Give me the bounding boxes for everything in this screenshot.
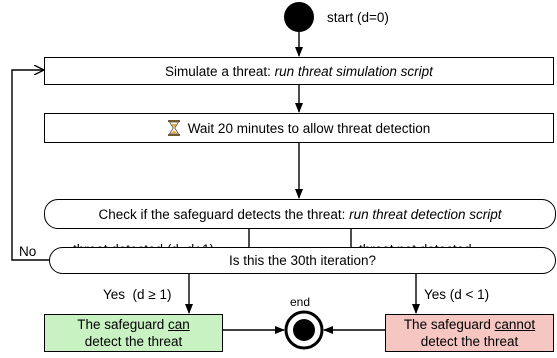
wait-text: Wait 20 minutes to allow threat detectio… xyxy=(187,120,431,136)
yes-left-label: Yes (d ≥ 1) xyxy=(103,287,172,302)
simulate-script: run threat simulation script xyxy=(274,63,433,79)
wait-box: Wait 20 minutes to allow threat detectio… xyxy=(44,113,554,143)
decision-text: Is this the 30th iteration? xyxy=(228,253,377,268)
hourglass-icon xyxy=(167,120,180,136)
decision-box: Is this the 30th iteration? xyxy=(49,247,556,274)
outcome-cannot-line1: The safeguard xyxy=(403,317,495,332)
outcome-cannot-keyword: cannot xyxy=(494,317,536,332)
outcome-can-keyword: can xyxy=(168,317,190,332)
outcome-can-line2: detect the threat xyxy=(84,334,183,349)
start-label: start (d=0) xyxy=(327,10,389,25)
outcome-cannot-line2: detect the threat xyxy=(420,334,519,349)
check-text: Check if the safeguard detects the threa… xyxy=(98,206,350,222)
outcome-can-line1: The safeguard xyxy=(77,317,169,332)
end-node-dot xyxy=(293,319,315,341)
simulate-threat-box: Simulate a threat: run threat simulation… xyxy=(44,57,554,85)
check-detection-box: Check if the safeguard detects the threa… xyxy=(44,199,556,229)
no-label: No xyxy=(19,244,37,259)
start-node xyxy=(284,2,314,32)
check-script: run threat detection script xyxy=(349,206,502,222)
yes-right-label: Yes (d < 1) xyxy=(424,287,490,302)
arrow-no-loop xyxy=(11,70,49,261)
outcome-can-detect: The safeguard can detect the threat xyxy=(44,314,223,352)
outcome-cannot-detect: The safeguard cannot detect the threat xyxy=(385,314,554,352)
simulate-text: Simulate a threat: xyxy=(165,63,275,79)
end-label: end xyxy=(290,295,311,309)
